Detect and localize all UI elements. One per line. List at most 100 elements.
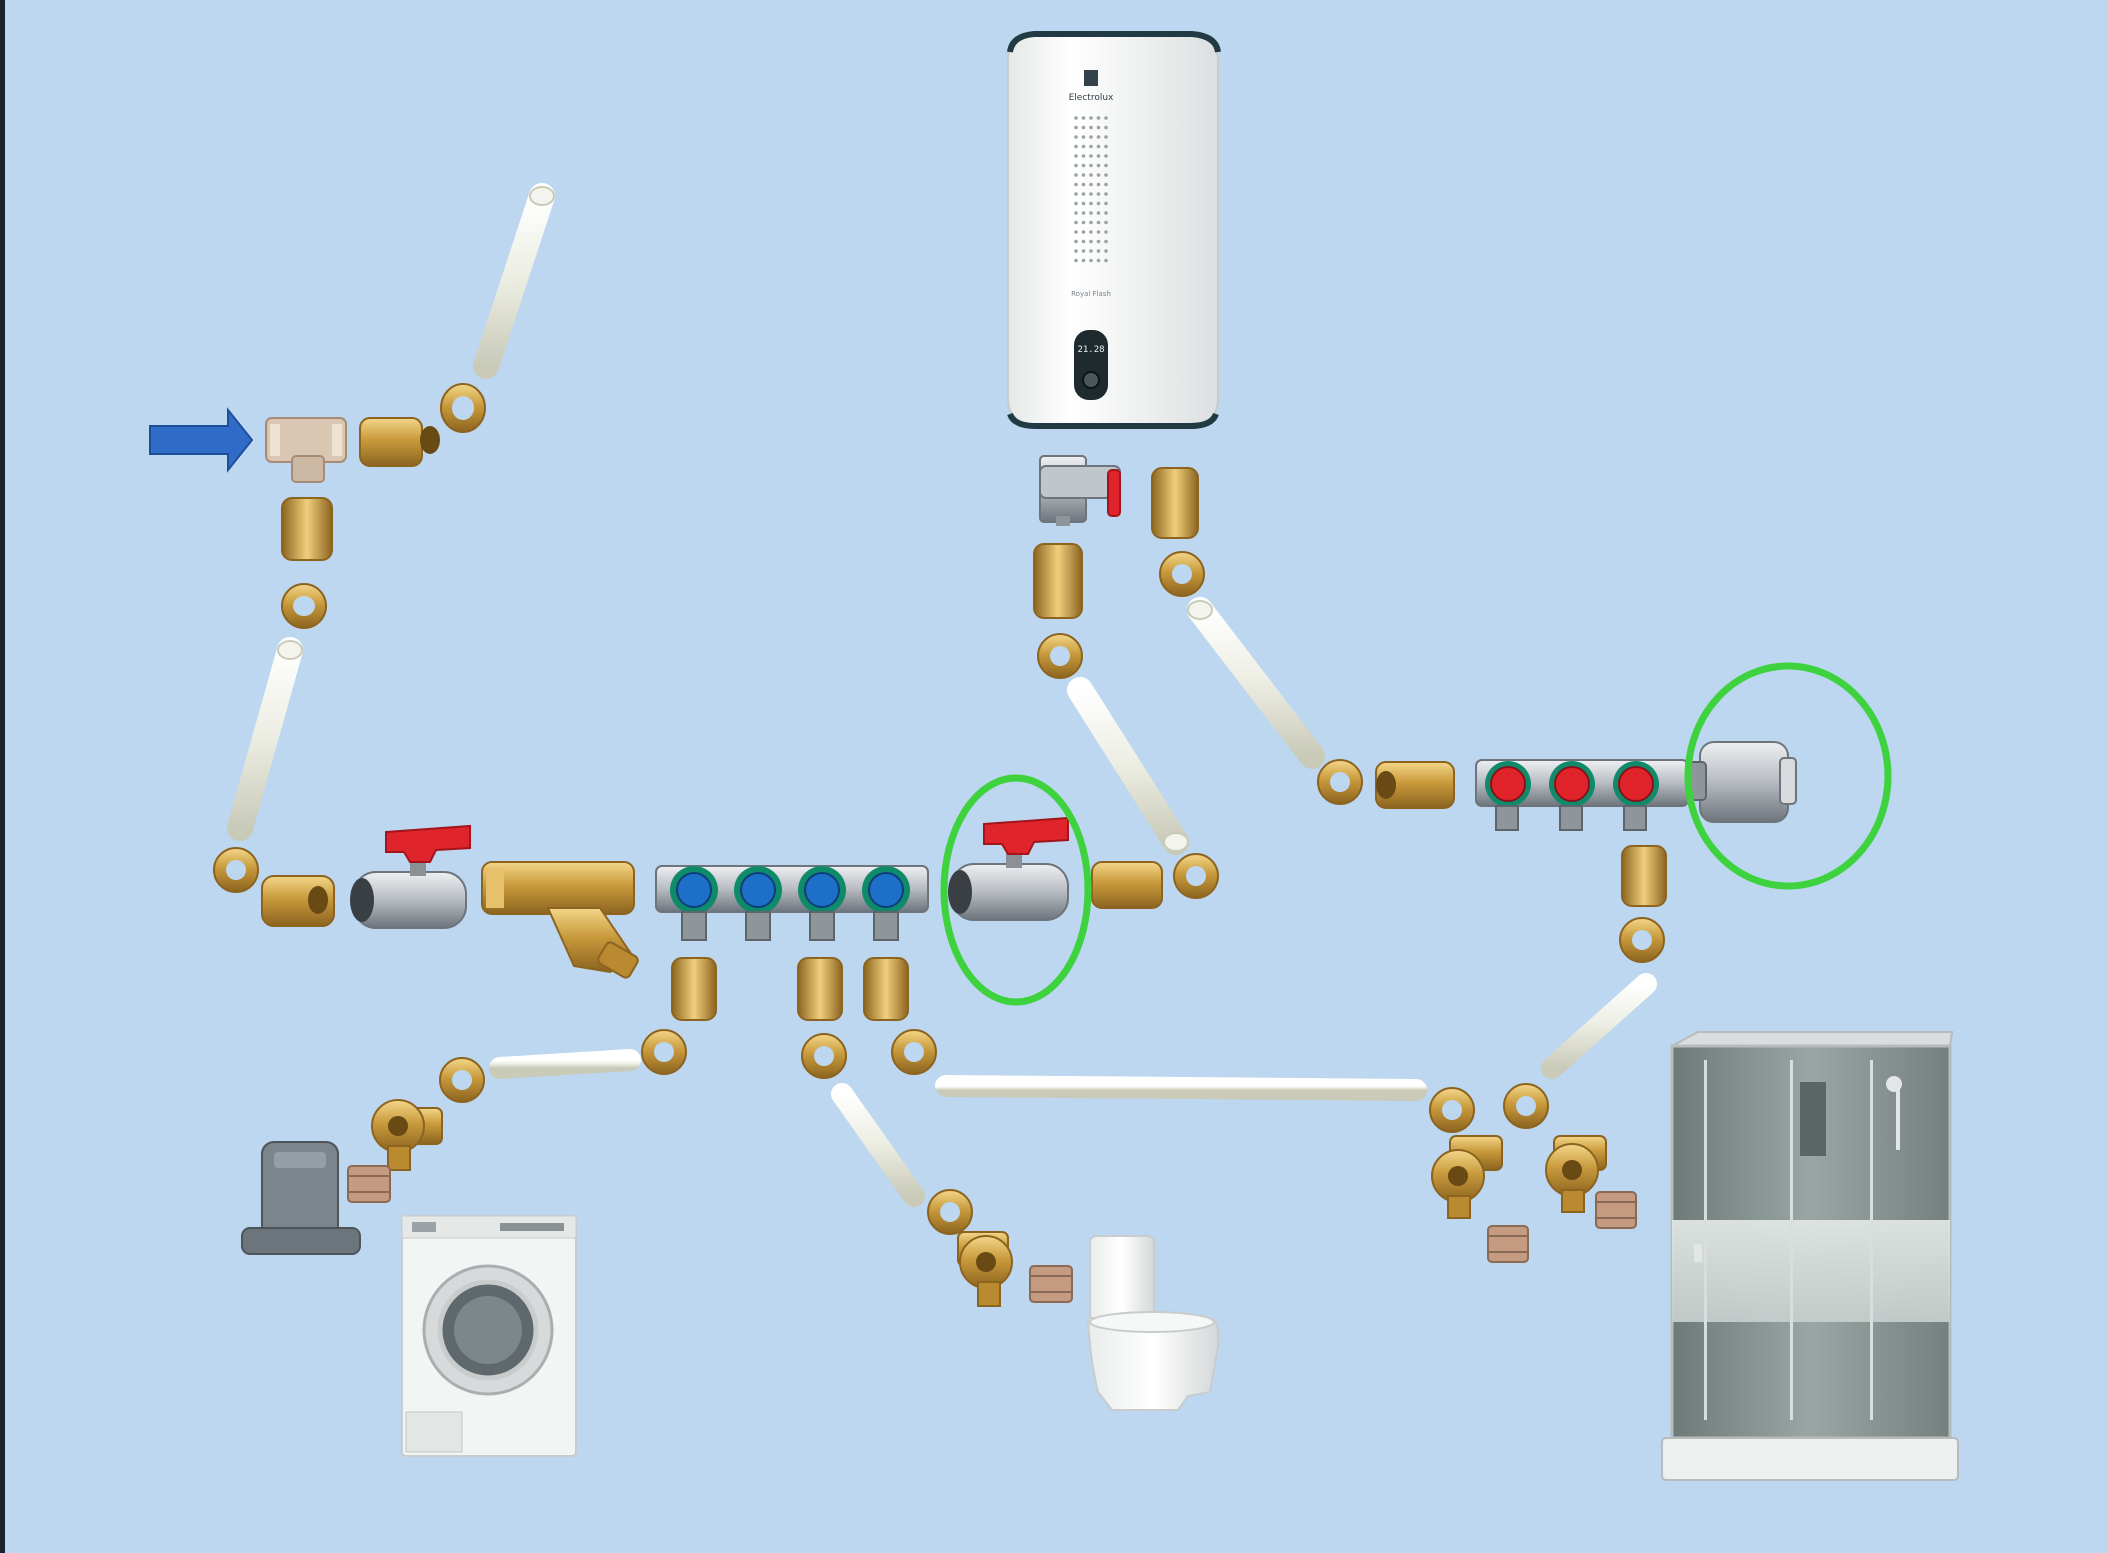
- heater-vent-dot: [1096, 220, 1101, 225]
- fitting-bore: [1376, 771, 1396, 799]
- compression-fitting: [359, 417, 423, 467]
- heater-vent-dot: [1104, 192, 1108, 196]
- hot-manifold-outlets: [1495, 805, 1647, 831]
- pipe-shower-cold-line: [935, 1075, 1427, 1101]
- heater-vent-dot: [1074, 135, 1078, 139]
- heater-fittings: [1033, 467, 1205, 679]
- nut-hole: [1050, 646, 1070, 666]
- shower-cabin-icon: [1661, 1031, 1959, 1481]
- heater-vent-dot: [1074, 182, 1078, 187]
- heater-brand: Electrolux: [1069, 93, 1114, 103]
- tee-fitting-icon: [265, 417, 347, 483]
- heater-vent-dot: [1089, 116, 1093, 120]
- main-run-fittings: [213, 847, 335, 927]
- heater-vent-dot: [1104, 135, 1108, 139]
- air-vent-icon: [1687, 741, 1797, 823]
- heater-vent-dot: [1081, 144, 1086, 149]
- heater-vent-dots: [1074, 116, 1108, 263]
- heater-vent-dot: [1081, 239, 1086, 244]
- highlight-circle-air-vent: [1684, 662, 1892, 890]
- pipe-heater-return: [1187, 597, 1325, 769]
- heater-vent-dot: [1104, 182, 1108, 187]
- heater-vent-dot: [1096, 192, 1101, 196]
- heater-vent-dot: [1081, 192, 1086, 196]
- pipe-toilet-line: [831, 1083, 925, 1207]
- heater-vent-dot: [1104, 220, 1108, 225]
- hot-outlet-fittings: [1619, 845, 1667, 963]
- heater-vent-dot: [1089, 230, 1093, 234]
- heater-vent-dot: [1096, 144, 1101, 149]
- heater-vent-dot: [1089, 201, 1093, 206]
- heater-vent-dot: [1096, 125, 1101, 130]
- heater-vent-dot: [1074, 163, 1078, 168]
- heater-vent-dot: [1104, 239, 1108, 244]
- heater-bottom-band: [1007, 412, 1219, 429]
- heater-vent-dot: [1074, 211, 1078, 215]
- blue-valve-knob: [868, 872, 904, 908]
- heater-vent-dot: [1096, 230, 1101, 234]
- heater-vent-dot: [1096, 135, 1101, 139]
- pipe-washer-line: [489, 1049, 641, 1079]
- heater-vent-dot: [1074, 201, 1078, 206]
- cold-outlet-fittings: [641, 957, 937, 1079]
- heater-vent-dot: [1081, 201, 1086, 206]
- heater-vent-dot: [1096, 201, 1101, 206]
- heater-vent-dot: [1096, 249, 1101, 253]
- nut-hole: [1516, 1096, 1536, 1116]
- heater-vent-dot: [1074, 154, 1078, 158]
- heater-vent-dot: [1089, 135, 1093, 139]
- nut-hole: [1330, 772, 1350, 792]
- inlet-fittings: [281, 383, 486, 629]
- heater-vent-dot: [1096, 182, 1101, 187]
- hot-manifold-valves: [1485, 761, 1659, 807]
- heater-vent-dot: [1074, 116, 1078, 120]
- heater-vent-dot: [1104, 116, 1108, 120]
- heater-vent-dot: [1104, 201, 1108, 206]
- safety-valve-icon: [1039, 455, 1121, 526]
- heater-vent-dot: [1096, 163, 1101, 168]
- heater-vent-dot: [1081, 220, 1086, 225]
- nut-hole: [452, 1070, 472, 1090]
- heater-vent-dot: [1089, 211, 1093, 215]
- heater-control-panel: [1074, 330, 1108, 400]
- blue-valve-knob: [804, 872, 840, 908]
- ball-valve-icon: [350, 824, 471, 929]
- red-valve-knob: [1554, 766, 1590, 802]
- pipes: [227, 183, 1657, 1207]
- pipe-heater-feed: [1067, 677, 1189, 855]
- heater-vent-dot: [1081, 163, 1086, 168]
- heater-vent-dot: [1074, 173, 1078, 177]
- pipe-end: [1163, 832, 1189, 852]
- heater-vent-dot: [1096, 173, 1101, 177]
- washer-fittings: [439, 1057, 485, 1103]
- nut-hole: [654, 1042, 674, 1062]
- heater-vent-dot: [1089, 144, 1093, 149]
- compression-fitting: [1151, 467, 1199, 539]
- hex-nipple-fitting: [347, 1165, 391, 1203]
- heater-vent-dot: [1104, 230, 1108, 234]
- heater-vent-dot: [1089, 192, 1093, 196]
- heater-display: 21.28: [1077, 345, 1104, 355]
- strainer-filter-icon: [481, 861, 639, 979]
- heater-vent-dot: [1081, 258, 1086, 263]
- heater-model: Royal Flash: [1071, 290, 1111, 298]
- heater-vent-dot: [1089, 258, 1093, 263]
- red-valve-knob: [1490, 766, 1526, 802]
- nut-hole: [1632, 930, 1652, 950]
- nut-hole: [452, 396, 474, 420]
- pipe-end: [529, 186, 555, 206]
- heater-vent-dot: [1081, 173, 1086, 177]
- heater-vent-dot: [1074, 249, 1078, 253]
- pipe-shower-hot-line: [1541, 973, 1657, 1079]
- manifold-icon: [1475, 759, 1689, 831]
- heater-vent-dot: [1074, 239, 1078, 244]
- heater-vent-dot: [1081, 116, 1086, 120]
- heater-vent-dot: [1074, 125, 1078, 130]
- heater-vent-dot: [1074, 230, 1078, 234]
- heater-vent-dot: [1104, 144, 1108, 149]
- heater-vent-dot: [1089, 125, 1093, 130]
- heater-feed-fittings: [1091, 853, 1219, 909]
- heater-vent-dot: [1096, 239, 1101, 244]
